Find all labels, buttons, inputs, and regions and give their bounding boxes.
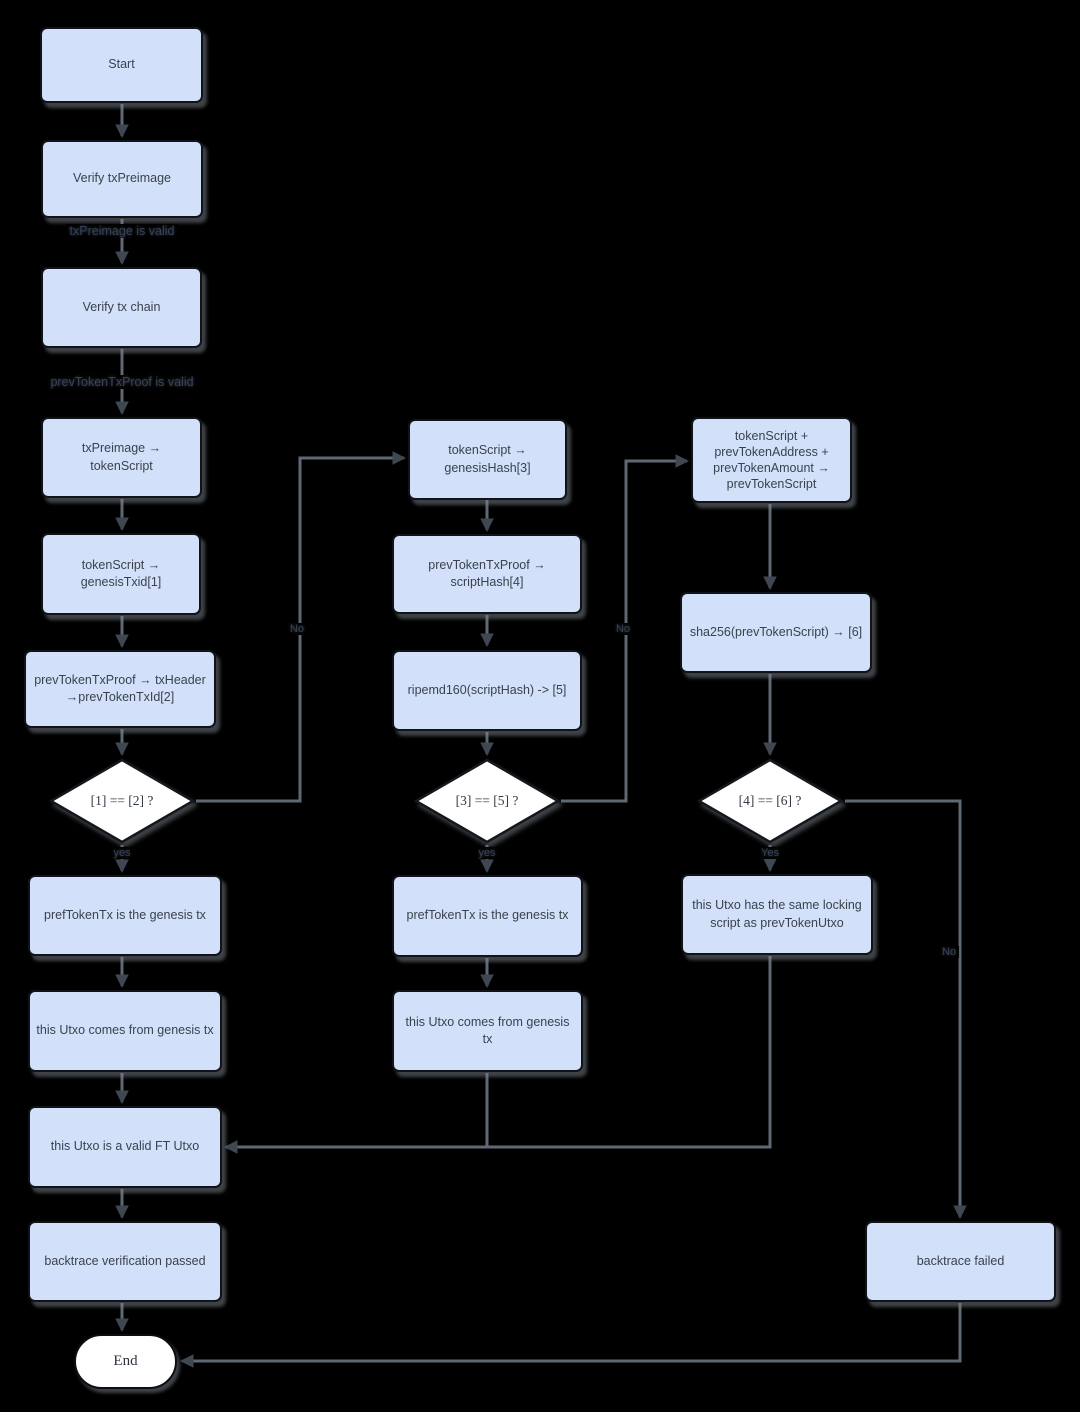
node-tokenscript-to-genesishash: tokenScript → genesisHash[3] <box>408 419 567 500</box>
edge-label-yes-1: yes <box>110 847 134 859</box>
edge-label-txpreimage-valid: txPreimage is valid <box>66 224 178 238</box>
node-utxo-from-genesis-mid: this Utxo comes from genesis tx <box>392 990 583 1072</box>
diamond-shape <box>49 758 195 844</box>
edge-label-prevtokentxproof-valid: prevTokenTxProof is valid <box>47 375 197 389</box>
decision-1-eq-2: [1] == [2] ? <box>49 758 195 844</box>
decision-4-eq-6: [4] == [6] ? <box>697 758 843 844</box>
node-sha256: sha256(prevTokenScript) → [6] <box>680 592 872 673</box>
node-ripemd160: ripemd160(scriptHash) -> [5] <box>392 650 582 731</box>
node-valid-ft-utxo: this Utxo is a valid FT Utxo <box>28 1106 222 1188</box>
diamond-shape <box>414 758 560 844</box>
node-verify-txpreimage: Verify txPreimage <box>41 140 203 218</box>
node-start: Start <box>40 27 203 103</box>
decision-3-eq-5: [3] == [5] ? <box>414 758 560 844</box>
node-end: End <box>74 1334 177 1389</box>
node-verify-tx-chain: Verify tx chain <box>41 267 202 348</box>
node-tokenscript-to-genesistxid: tokenScript → genesisTxid[1] <box>41 533 201 615</box>
node-txpreimage-to-tokenscript: txPreimage → tokenScript <box>41 417 202 498</box>
node-preftokentx-genesis-left: prefTokenTx is the genesis tx <box>28 875 222 956</box>
node-prevtokentxproof-to-scripthash: prevTokenTxProof → scriptHash[4] <box>392 534 582 614</box>
node-preftokentx-genesis-mid: prefTokenTx is the genesis tx <box>392 875 583 957</box>
edge-label-no-2: No <box>612 623 634 635</box>
edge-label-yes-3: Yes <box>758 847 782 859</box>
node-tokenscript-concat: tokenScript + prevTokenAddress + prevTok… <box>691 417 852 503</box>
diamond-shape <box>697 758 843 844</box>
node-backtrace-failed: backtrace failed <box>865 1221 1056 1302</box>
node-backtrace-passed: backtrace verification passed <box>28 1221 222 1302</box>
edge-label-no-3: No <box>938 946 960 958</box>
edge-label-yes-2: yes <box>475 847 499 859</box>
node-utxo-from-genesis-left: this Utxo comes from genesis tx <box>28 990 222 1072</box>
edge-label-no-1: No <box>286 623 308 635</box>
node-same-locking-script: this Utxo has the same locking script as… <box>681 874 873 955</box>
node-prevtokentxproof-to-txheader: prevTokenTxProof → txHeader →prevTokenTx… <box>24 650 216 728</box>
